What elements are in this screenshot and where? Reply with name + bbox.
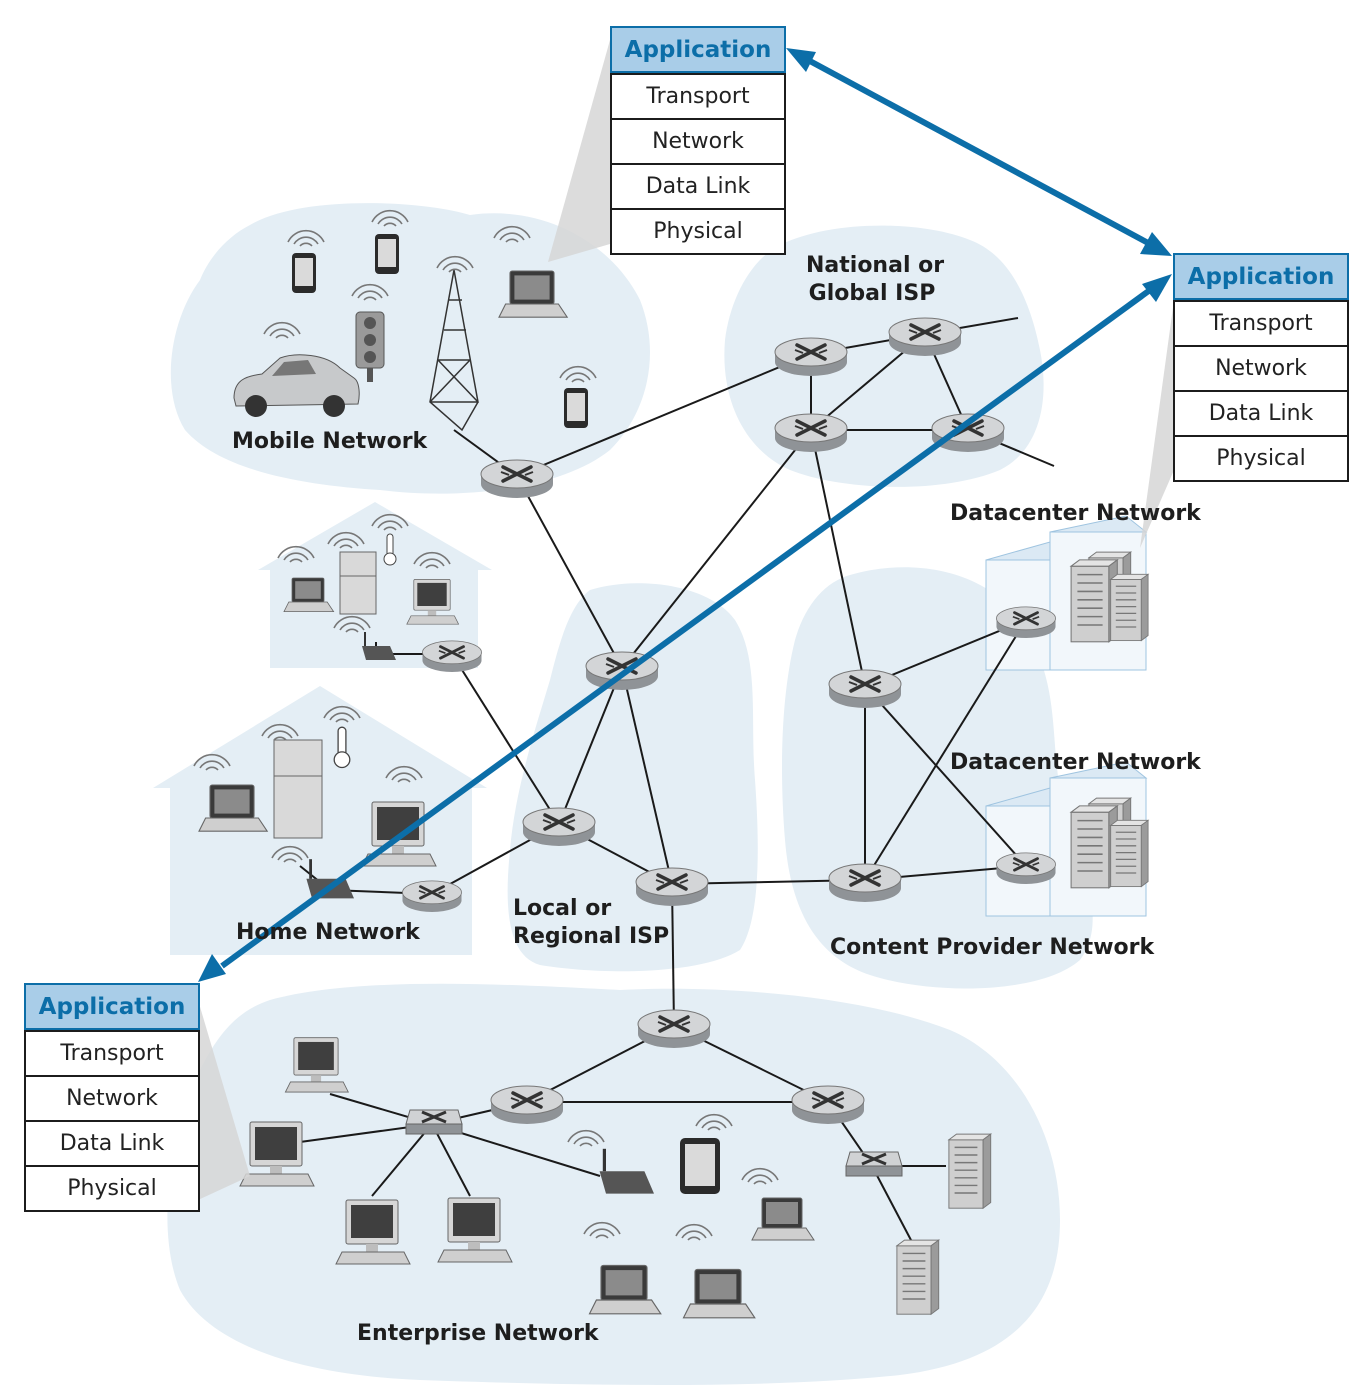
layer-physical: Physical — [1175, 435, 1347, 480]
layer-data-link: Data Link — [1175, 390, 1347, 435]
layer-application: Application — [610, 26, 786, 73]
layer-transport: Transport — [612, 73, 784, 118]
router-icon — [827, 862, 903, 904]
link-n3-c1 — [810, 429, 866, 687]
link-mob-loc — [516, 475, 623, 669]
phone-icon — [292, 253, 316, 293]
tablet-icon — [680, 1138, 720, 1194]
devices — [193, 209, 992, 1319]
router-icon — [479, 458, 555, 500]
layer-transport: Transport — [26, 1030, 198, 1075]
server-icon — [896, 1239, 940, 1315]
router-icon — [790, 1084, 866, 1126]
thermometer-icon — [383, 533, 397, 566]
link-loc-lr — [558, 667, 623, 825]
link-c1-d2 — [864, 685, 1027, 867]
link-c2-d1 — [864, 619, 1027, 881]
national-isp-line1: National or — [806, 253, 945, 278]
router-icon — [489, 1084, 565, 1126]
layer-application: Application — [1173, 253, 1349, 300]
router-icon — [636, 1008, 712, 1050]
device-link-10 — [431, 1123, 471, 1197]
local-isp-line2: Regional ISP — [513, 924, 670, 949]
router-icon — [995, 605, 1057, 640]
switch-icon — [844, 1150, 904, 1178]
layer-physical: Physical — [26, 1165, 198, 1210]
datacenter-top-label: Datacenter Network — [950, 501, 1201, 526]
router-icon — [521, 806, 597, 848]
device-link-14 — [871, 1165, 913, 1243]
car-icon — [233, 354, 360, 417]
phone-icon — [564, 388, 588, 428]
layer-application: Application — [24, 983, 200, 1030]
stack-callouts — [198, 40, 1174, 1200]
fridge-icon — [273, 739, 323, 839]
link-mob-n1 — [516, 353, 812, 477]
link-h1-lr — [451, 653, 560, 825]
router-icon — [887, 316, 963, 358]
phone-icon — [375, 234, 399, 274]
content-provider-label: Content Provider Network — [830, 935, 1155, 960]
local-isp-line1: Local or — [513, 896, 612, 921]
layer-physical: Physical — [612, 208, 784, 253]
wifi-router-icon — [599, 1148, 654, 1194]
protocol-stack-left: Application Transport Network Data Link … — [24, 983, 200, 1212]
layer-network: Network — [612, 118, 784, 163]
application-arrows — [198, 48, 1172, 982]
layer-data-link: Data Link — [26, 1120, 198, 1165]
national-isp-label: National or Global ISP — [806, 252, 945, 308]
cell-tower-icon — [429, 269, 479, 432]
traffic-light-icon — [355, 311, 385, 382]
router-icon — [773, 412, 849, 454]
link-lb-e1 — [671, 883, 675, 1027]
layer-data-link: Data Link — [612, 163, 784, 208]
enterprise-network-label: Enterprise Network — [357, 1321, 599, 1346]
router-icon — [773, 336, 849, 378]
device-link-9 — [371, 1123, 433, 1197]
link-loc-lb — [621, 667, 673, 885]
protocol-stack-right: Application Transport Network Data Link … — [1173, 253, 1349, 482]
router-icon — [827, 668, 903, 710]
protocol-stack-top: Application Transport Network Data Link … — [610, 26, 786, 255]
layer-network: Network — [26, 1075, 198, 1120]
national-isp-line2: Global ISP — [808, 281, 936, 306]
server-icon — [948, 1133, 992, 1209]
link-n3-loc — [621, 429, 812, 669]
home-network-label: Home Network — [236, 920, 420, 945]
thermometer-icon — [333, 726, 351, 769]
router-icon — [401, 879, 463, 914]
mobile-network-label: Mobile Network — [232, 429, 428, 454]
fridge-icon — [339, 551, 377, 615]
local-isp-label: Local or Regional ISP — [513, 895, 669, 951]
switch-icon — [404, 1108, 464, 1136]
router-icon — [995, 851, 1057, 886]
layer-network: Network — [1175, 345, 1347, 390]
layer-transport: Transport — [1175, 300, 1347, 345]
datacenter-bottom-label: Datacenter Network — [950, 750, 1201, 775]
wifi-router-icon — [362, 632, 396, 660]
router-icon — [421, 639, 483, 674]
